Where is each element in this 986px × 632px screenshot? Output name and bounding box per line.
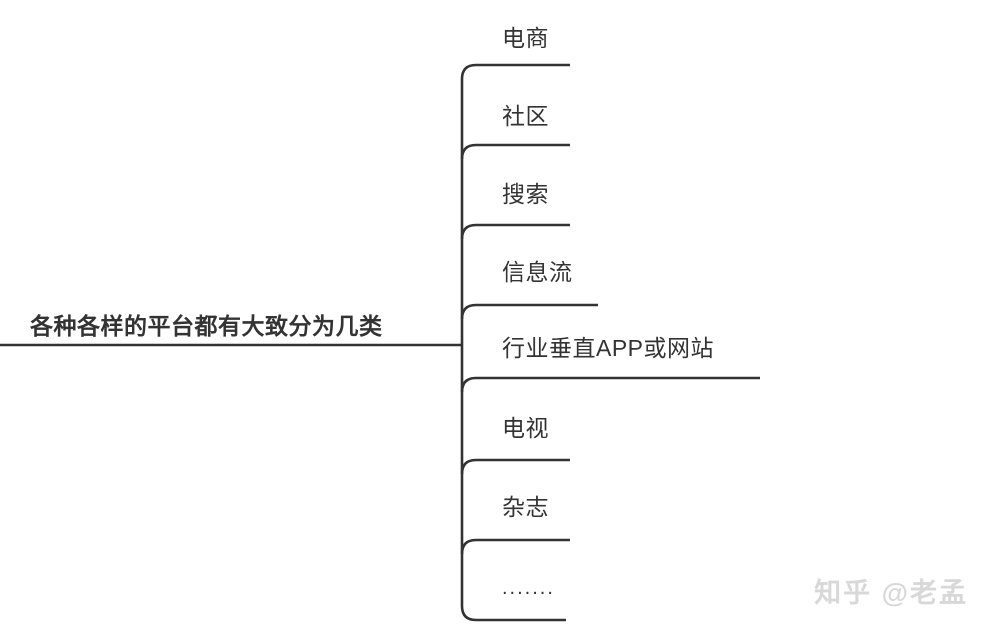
branch-node-7[interactable]: 杂志 [502, 494, 549, 520]
branch-node-2[interactable]: 社区 [502, 103, 549, 129]
branch-underline-3 [460, 223, 570, 240]
branch-underline-5 [460, 376, 760, 393]
branch-node-1[interactable]: 电商 [502, 25, 549, 51]
watermark: 知乎 @老孟 [814, 578, 968, 608]
branch-node-6[interactable]: 电视 [502, 415, 549, 441]
branch-underline-2 [460, 143, 570, 160]
branch-node-8[interactable]: ....... [502, 577, 555, 599]
branch-underline-1 [460, 63, 570, 80]
branch-node-3[interactable]: 搜索 [502, 181, 549, 207]
branch-underline-7 [460, 538, 570, 555]
branch-underline-4 [460, 303, 598, 320]
branch-underline-8 [460, 605, 566, 622]
branch-underline-6 [460, 458, 570, 475]
branch-node-5[interactable]: 行业垂直APP或网站 [502, 335, 715, 361]
branch-node-4[interactable]: 信息流 [502, 259, 573, 285]
root-node[interactable]: 各种各样的平台都有大致分为几类 [30, 313, 383, 339]
